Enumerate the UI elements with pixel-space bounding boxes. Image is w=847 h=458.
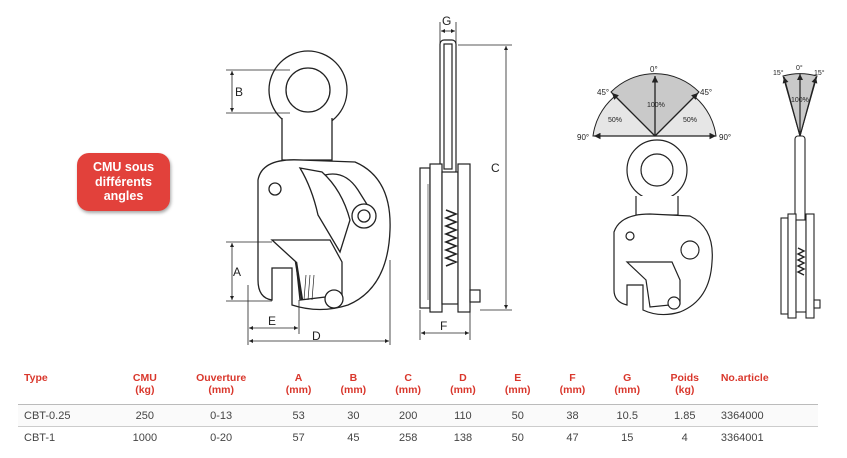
header-poids: Poids(kg) xyxy=(670,372,700,396)
angle-fan-diagram xyxy=(592,73,717,140)
cell-ouverture: 0-20 xyxy=(210,431,233,444)
cell-b: 30 xyxy=(325,404,381,427)
cell-type: CBT-1 xyxy=(24,431,56,444)
header-c: C(mm) xyxy=(395,372,421,396)
cell-f: 47 xyxy=(566,431,579,444)
cell-article: 3364000 xyxy=(714,404,818,427)
table-row: CBT-1 1000 0-20 57 45 258 138 50 47 15 4… xyxy=(18,427,818,449)
dim-label-d: D xyxy=(312,329,321,343)
angle-right-pct: 50% xyxy=(683,117,697,124)
header-article: No.article xyxy=(720,372,769,384)
spec-table: Type CMU(kg) Ouverture(mm) A(mm) B(mm) C… xyxy=(18,368,818,448)
clamp-side-view xyxy=(419,39,481,313)
header-d: D(mm) xyxy=(450,372,476,396)
cell-g: 15 xyxy=(621,431,634,444)
cell-poids: 4 xyxy=(681,431,688,444)
angle-small-pct: 100% xyxy=(791,97,809,104)
angle-0-label: 0° xyxy=(650,65,658,74)
front-dimensions xyxy=(226,69,391,345)
cell-ouverture: 0-13 xyxy=(171,404,272,427)
table-row: CBT-0.25 250 0-13 53 30 200 110 50 38 10… xyxy=(18,404,818,427)
cell-f: 38 xyxy=(545,404,600,427)
dim-label-b: B xyxy=(235,85,243,99)
cell-cmu: 1000 xyxy=(132,431,158,444)
angle-left45-label: 45° xyxy=(597,88,609,97)
dim-label-g: G xyxy=(442,14,451,28)
clamp-side-small-view xyxy=(780,135,821,319)
clamp-angle-view xyxy=(613,139,713,316)
cell-a: 53 xyxy=(271,404,326,427)
cell-cmu: 250 xyxy=(118,404,172,427)
cell-a: 57 xyxy=(292,431,305,444)
header-type: Type xyxy=(24,372,48,384)
angle-right15-label: 15° xyxy=(814,69,825,77)
badge-line-2: différents xyxy=(95,174,152,189)
header-ouverture: Ouverture(mm) xyxy=(196,372,247,396)
badge-line-1: CMU sous xyxy=(92,160,155,175)
angle-left90-label: 90° xyxy=(577,133,589,142)
dim-label-f: F xyxy=(440,319,447,333)
cell-d: 138 xyxy=(453,431,473,444)
angle-center-pct: 100% xyxy=(647,102,665,109)
cell-c: 258 xyxy=(398,431,418,444)
cell-d: 110 xyxy=(435,404,491,427)
angle-left15-label: 15° xyxy=(773,69,784,77)
badge-line-3: angles xyxy=(103,189,144,204)
clamp-front-view xyxy=(257,50,391,311)
table-header-row: Type CMU(kg) Ouverture(mm) A(mm) B(mm) C… xyxy=(18,368,818,405)
angle-right90-label: 90° xyxy=(719,133,731,142)
cell-c: 200 xyxy=(380,404,436,427)
dim-label-e: E xyxy=(268,314,276,328)
cmu-angles-badge: CMU sous différents angles xyxy=(77,153,170,211)
dim-label-a: A xyxy=(233,265,241,279)
header-f: F(mm) xyxy=(559,372,586,396)
cell-e: 50 xyxy=(490,404,546,427)
header-a: A(mm) xyxy=(285,372,312,396)
side-dimensions xyxy=(419,22,512,340)
cell-poids: 1.85 xyxy=(654,404,715,427)
cell-type: CBT-0.25 xyxy=(18,404,119,427)
angle-narrow-diagram xyxy=(782,73,818,138)
angle-left-pct: 50% xyxy=(608,117,622,124)
dim-label-c: C xyxy=(491,161,500,175)
technical-drawings: B A E D G C F 0 xyxy=(226,14,825,345)
angle-right45-label: 45° xyxy=(700,88,712,97)
header-cmu: CMU(kg) xyxy=(132,372,157,396)
cell-b: 45 xyxy=(347,431,360,444)
angle-zero-small-label: 0° xyxy=(796,64,803,72)
header-b: B(mm) xyxy=(340,372,367,396)
cell-g: 10.5 xyxy=(599,404,655,427)
cell-article: 3364001 xyxy=(720,431,764,444)
header-e: E(mm) xyxy=(504,372,531,396)
cell-e: 50 xyxy=(511,431,524,444)
header-g: G(mm) xyxy=(614,372,641,396)
